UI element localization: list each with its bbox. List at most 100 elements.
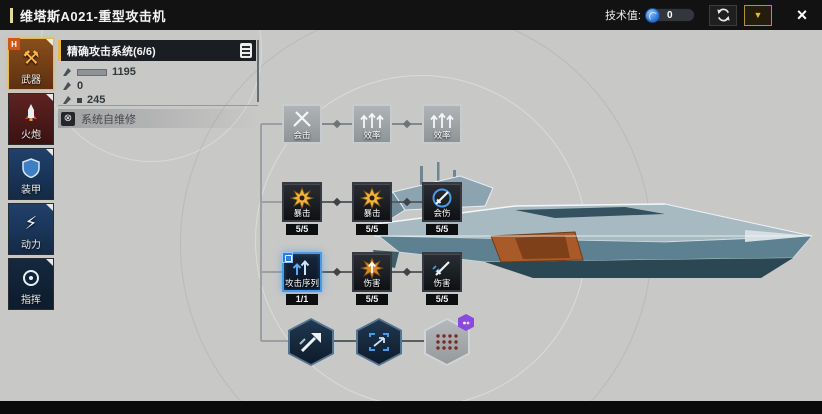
close-button[interactable]: × xyxy=(790,5,814,26)
topbar-right-group: 技术值: 0 ▼ × xyxy=(605,0,814,30)
details-document-button[interactable] xyxy=(240,43,252,58)
system-panel-header: 精确攻击系统(6/6) xyxy=(58,40,256,61)
skill-node-r3c2[interactable]: 伤害 5/5 xyxy=(352,252,392,305)
stat-dart-icon xyxy=(63,68,71,76)
sidebar-label-armor: 装甲 xyxy=(21,185,41,196)
triple-up-arrows-icon xyxy=(424,109,460,129)
chevron-down-icon: ▼ xyxy=(753,10,763,20)
skill-node-label: 效率 xyxy=(433,130,451,140)
skill-level-badge: 1/1 xyxy=(286,294,318,305)
sidebar-item-power[interactable]: ⚡ 动力 xyxy=(8,203,54,255)
close-icon: × xyxy=(796,4,808,25)
sidebar-item-command[interactable]: 指挥 xyxy=(8,258,54,310)
bullet-square-icon xyxy=(77,97,82,103)
crit-burst-icon xyxy=(354,187,390,209)
stat-dart-icon xyxy=(63,96,71,104)
sequence-chip-icon xyxy=(282,252,293,263)
crossed-swords-icon xyxy=(284,109,320,129)
sword-chevrons-icon xyxy=(424,257,460,279)
skill-level-badge: 5/5 xyxy=(426,224,458,235)
skill-node-label: 会击 xyxy=(293,130,311,140)
refresh-button[interactable] xyxy=(709,4,737,26)
sidebar-label-artillery: 火炮 xyxy=(21,130,41,141)
sidebar-item-armor[interactable]: 装甲 xyxy=(8,148,54,200)
skill-node-r2c2[interactable]: 暴击 5/5 xyxy=(352,182,392,235)
skill-level-badge: 5/5 xyxy=(356,294,388,305)
tech-coin-icon xyxy=(645,8,660,23)
sequence-arrows-icon xyxy=(284,257,320,277)
sword-ring-icon xyxy=(424,187,460,209)
sidebar-label-power: 动力 xyxy=(21,240,41,251)
shield-icon xyxy=(22,158,40,178)
skill-node-label: 伤害 xyxy=(433,278,451,288)
stat-row-secondary: 0 xyxy=(62,80,252,92)
stat-row-tertiary: 245 xyxy=(62,94,252,106)
skill-node-label: 伤害 xyxy=(363,278,381,288)
stat-bar xyxy=(77,68,107,76)
skill-node-label: 暴击 xyxy=(293,208,311,218)
corner-notch xyxy=(46,204,53,211)
self-repair-label: 系统自维修 xyxy=(81,113,136,126)
skill-node-label: 攻击序列 xyxy=(284,278,319,288)
corner-notch xyxy=(46,259,53,266)
missile-icon xyxy=(25,104,37,121)
system-title: 精确攻击系统(6/6) xyxy=(67,45,156,58)
hex-node-barrage[interactable] xyxy=(424,314,474,366)
title-accent xyxy=(10,7,13,23)
bottom-letterbox-bar xyxy=(0,401,822,414)
panel-scrollbar[interactable] xyxy=(257,40,259,102)
sidebar-item-weapon[interactable]: H ⚒ 武器 xyxy=(8,38,54,90)
weapon-icon: ⚒ xyxy=(22,47,40,69)
self-repair-icon: ⊗ xyxy=(61,111,75,126)
top-bar: 维塔斯A021-重型攻击机 技术值: 0 ▼ × xyxy=(0,0,822,30)
stat-row-attack: 1195 xyxy=(62,66,252,78)
refresh-icon xyxy=(716,8,730,22)
skill-node-r3c3[interactable]: 伤害 5/5 xyxy=(422,252,462,305)
power-icon: ⚡ xyxy=(24,212,38,233)
skill-node-r1c1[interactable]: 会击 xyxy=(282,104,322,144)
advance-arrow-icon xyxy=(299,333,321,353)
page-title: 维塔斯A021-重型攻击机 xyxy=(20,8,166,24)
hex-body xyxy=(358,320,400,364)
weapon-rank-badge: H xyxy=(8,38,20,50)
skill-node-r2c1[interactable]: 暴击 5/5 xyxy=(282,182,322,235)
sidebar-item-artillery[interactable]: 火炮 xyxy=(8,93,54,145)
skill-node-label: 效率 xyxy=(363,130,381,140)
hex-body xyxy=(290,320,332,364)
hex-node-advance[interactable] xyxy=(288,318,334,366)
skill-level-badge: 5/5 xyxy=(286,224,318,235)
panel-divider xyxy=(58,105,258,106)
skill-level-badge: 5/5 xyxy=(426,294,458,305)
damage-burst-icon xyxy=(354,257,390,279)
corner-notch xyxy=(46,39,53,46)
skill-node-label: 暴击 xyxy=(363,208,381,218)
skill-node-attack-sequence[interactable]: 攻击序列 1/1 xyxy=(282,252,322,305)
triple-up-arrows-icon xyxy=(354,109,390,129)
skill-node-label: 会伤 xyxy=(433,208,451,218)
crit-burst-icon xyxy=(284,187,320,209)
tech-value-label: 技术值: xyxy=(604,10,641,22)
stat-value: 0 xyxy=(77,80,84,92)
tech-value-pill: 0 xyxy=(645,8,695,23)
sidebar-label-command: 指挥 xyxy=(21,295,41,306)
formation-frame-icon xyxy=(369,333,389,351)
system-stats: 1195 0 245 xyxy=(62,66,252,106)
stat-value: 245 xyxy=(87,94,106,106)
corner-notch xyxy=(46,94,53,101)
skill-level-badge: 5/5 xyxy=(356,224,388,235)
sidebar-label-weapon: 武器 xyxy=(21,75,41,86)
tech-value: 0 xyxy=(667,9,673,21)
barrage-dots-icon xyxy=(436,334,458,350)
special-hex-badge xyxy=(458,314,474,331)
command-dial-icon xyxy=(23,270,39,286)
skill-node-r2c3[interactable]: 会伤 5/5 xyxy=(422,182,462,235)
hex-node-formation[interactable] xyxy=(356,318,402,366)
stat-value: 1195 xyxy=(112,66,136,78)
category-sidebar: H ⚒ 武器 火炮 装甲 xyxy=(8,38,54,310)
skill-node-r1c2[interactable]: 效率 xyxy=(352,104,392,144)
dropdown-button[interactable]: ▼ xyxy=(744,4,772,26)
skill-node-r1c3[interactable]: 效率 xyxy=(422,104,462,144)
self-repair-row[interactable]: ⊗ 系统自维修 xyxy=(58,109,258,128)
